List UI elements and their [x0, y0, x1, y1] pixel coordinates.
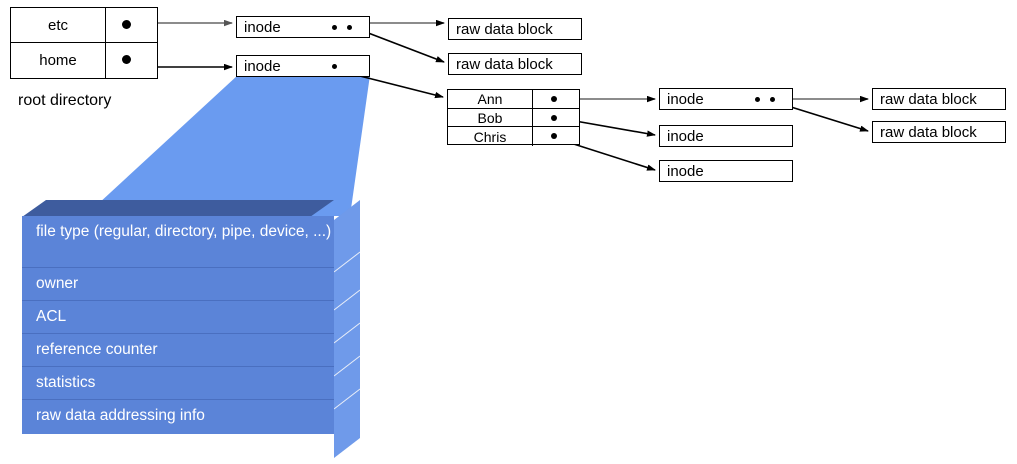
home-directory-row-ann[interactable]: Ann [448, 90, 579, 109]
inode-box-label: inode [667, 90, 704, 108]
root-entry-name-home: home [11, 43, 106, 78]
root-directory-caption: root directory [18, 92, 112, 109]
home-directory-row-chris[interactable]: Chris [448, 127, 579, 146]
root-directory-row-home[interactable]: home [11, 43, 157, 78]
home-entry-pointer-ann [533, 90, 579, 108]
inode-box-etc[interactable]: inode [236, 16, 370, 38]
home-entry-pointer-bob [533, 109, 579, 126]
inode-field-owner: owner [22, 268, 334, 301]
home-entry-name-ann: Ann [448, 90, 533, 108]
home-entry-name-chris: Chris [448, 127, 533, 146]
inode-box-label: inode [244, 57, 281, 75]
raw-data-block-1[interactable]: raw data block [448, 18, 582, 40]
inode-field-statistics: statistics [22, 367, 334, 400]
inode-field-raw-data-addressing-info: raw data addressing info [22, 400, 334, 434]
pointer-dot-icon [122, 55, 131, 64]
home-entry-name-bob: Bob [448, 109, 533, 126]
inode-pointer-dot-icon [755, 97, 760, 102]
root-entry-pointer-home [106, 43, 157, 78]
panel-side-face [334, 200, 360, 458]
callout-cone [85, 75, 370, 216]
panel-front-face: file type (regular, directory, pipe, dev… [22, 216, 334, 434]
pointer-dot-icon [122, 20, 131, 29]
raw-data-block-4[interactable]: raw data block [872, 121, 1006, 143]
root-directory-row-etc[interactable]: etc [11, 8, 157, 43]
inode-field-file-type: file type (regular, directory, pipe, dev… [22, 216, 334, 268]
raw-data-block-2[interactable]: raw data block [448, 53, 582, 75]
inode-box-label: inode [667, 162, 704, 180]
home-directory-row-bob[interactable]: Bob [448, 109, 579, 127]
inode-box-label: inode [667, 127, 704, 145]
inode-box-home[interactable]: inode [236, 55, 370, 77]
raw-data-block-3[interactable]: raw data block [872, 88, 1006, 110]
inode-field-acl: ACL [22, 301, 334, 334]
inode-box-chris[interactable]: inode [659, 160, 793, 182]
inode-pointer-dot-icon [770, 97, 775, 102]
root-directory-table[interactable]: etc home [10, 7, 158, 79]
raw-data-block-label: raw data block [880, 90, 977, 108]
inode-detail-panel: file type (regular, directory, pipe, dev… [22, 200, 362, 458]
raw-data-block-label: raw data block [456, 20, 553, 38]
root-entry-name-etc: etc [11, 8, 106, 42]
home-directory-table[interactable]: Ann Bob Chris [447, 89, 580, 146]
inode-box-bob[interactable]: inode [659, 125, 793, 147]
inode-pointer-dot-icon [332, 25, 337, 30]
pointer-dot-icon [551, 115, 557, 121]
raw-data-block-label: raw data block [880, 123, 977, 141]
inode-box-label: inode [244, 18, 281, 36]
inode-box-ann[interactable]: inode [659, 88, 793, 110]
raw-data-block-label: raw data block [456, 55, 553, 73]
inode-field-reference-counter: reference counter [22, 334, 334, 367]
root-entry-pointer-etc [106, 8, 157, 42]
pointer-dot-icon [551, 96, 557, 102]
home-entry-pointer-chris [533, 127, 579, 146]
inode-pointer-dot-icon [347, 25, 352, 30]
pointer-dot-icon [551, 133, 557, 139]
panel-top-face [22, 200, 334, 217]
inode-pointer-dot-icon [332, 64, 337, 69]
